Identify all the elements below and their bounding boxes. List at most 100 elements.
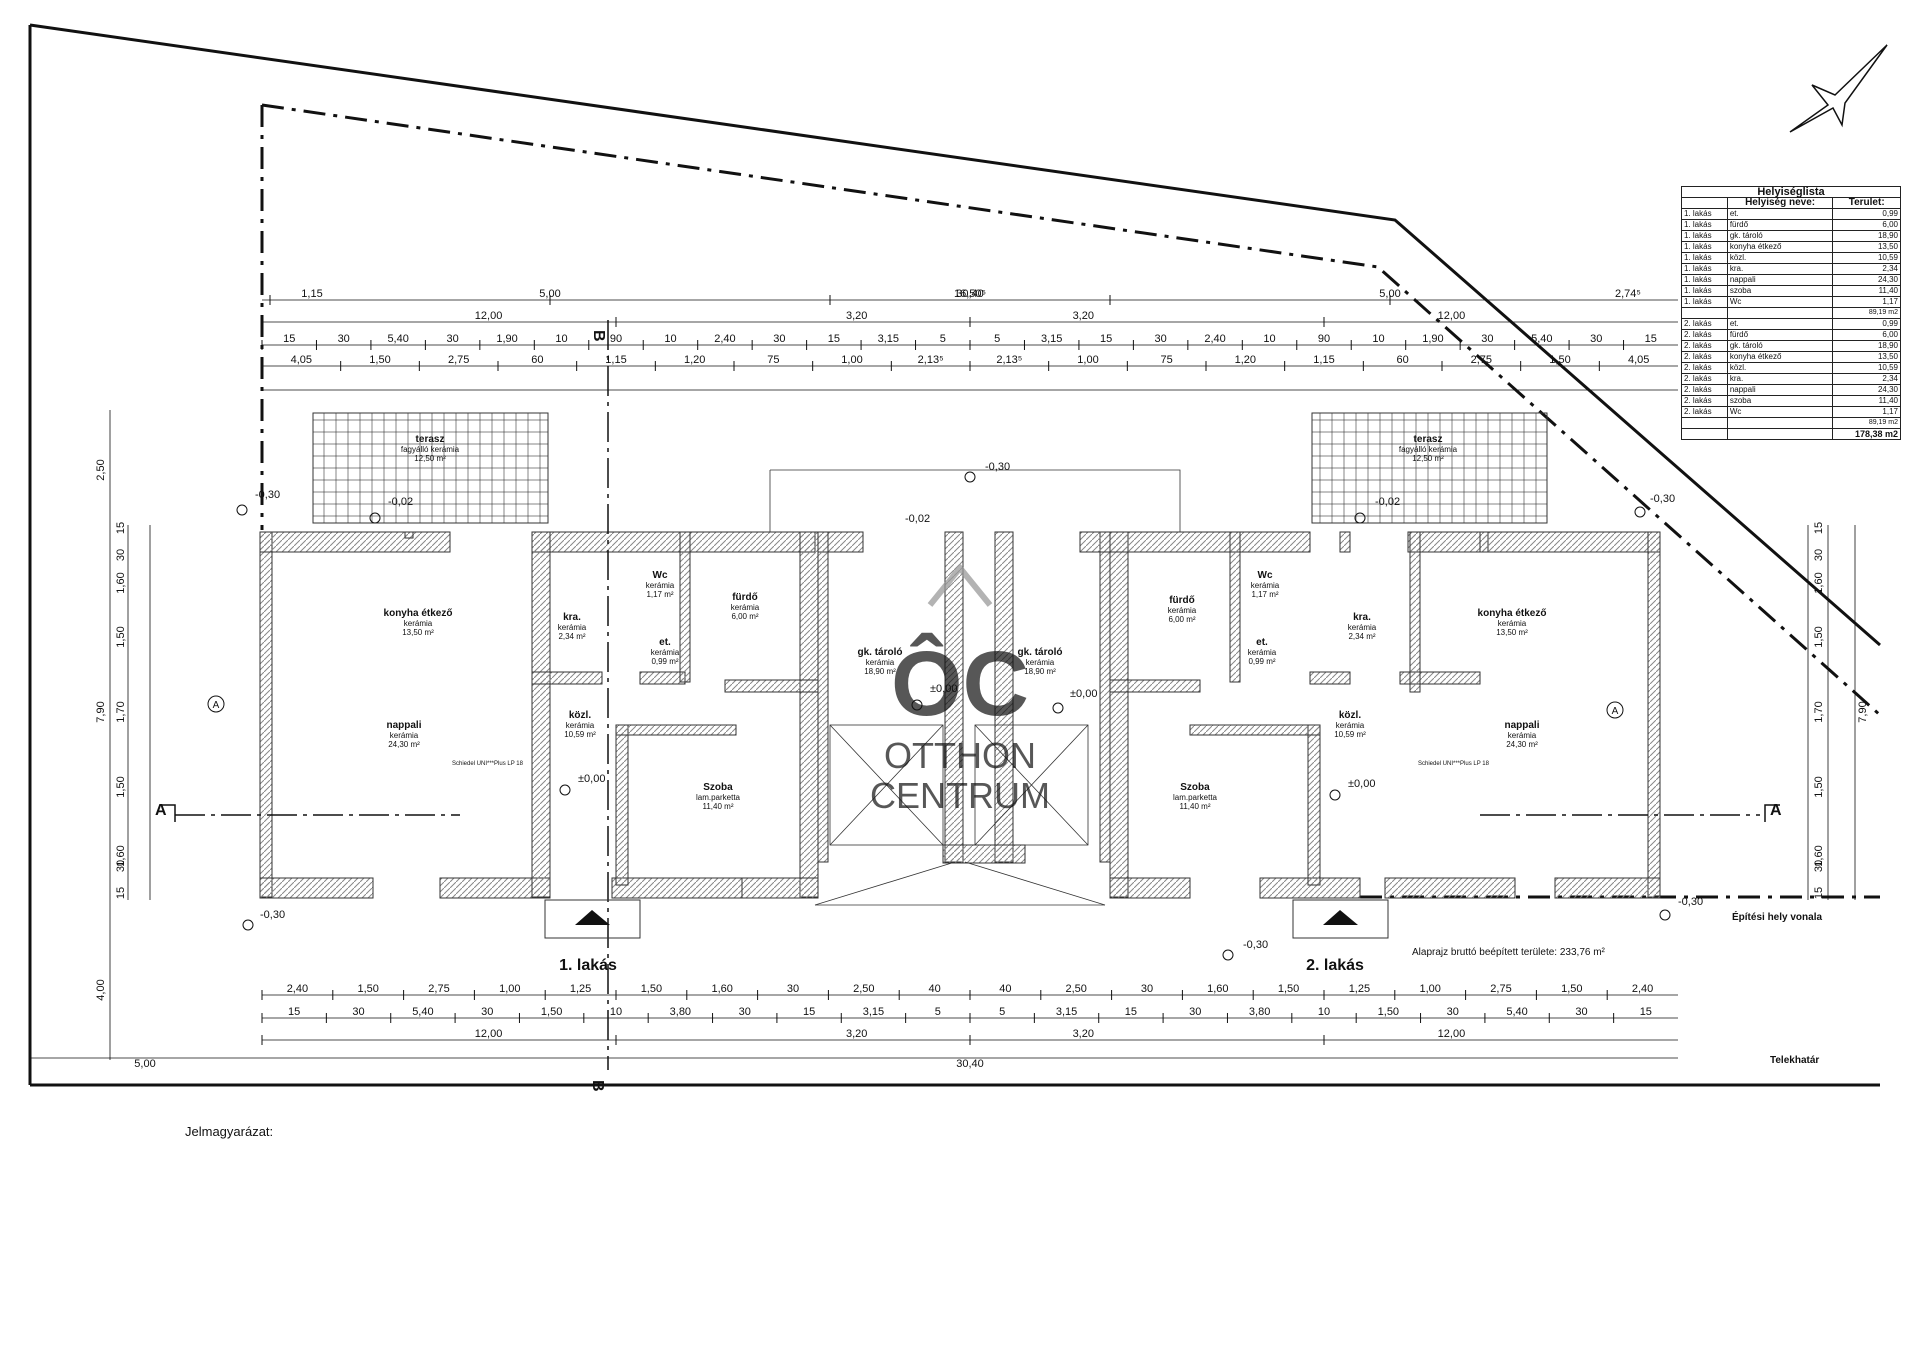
room-list-cell: 1,17 bbox=[1832, 406, 1901, 418]
dim-right-dims-6: 30 bbox=[1813, 860, 1825, 872]
room-konyha-l-area: 13,50 m² bbox=[402, 628, 434, 637]
dim-bottom-row2-19: 5,40 bbox=[1506, 1006, 1527, 1018]
dim-top-row1-0: 1,15 bbox=[301, 288, 322, 300]
dim-top-row3-5: 10 bbox=[555, 333, 567, 345]
room-list-cell: 89,19 m2 bbox=[1832, 307, 1901, 319]
dim-left-dims-7: 15 bbox=[115, 522, 127, 534]
dim-left-dims-6: 30 bbox=[115, 860, 127, 872]
room-konyha-l-name: konyha étkező bbox=[384, 608, 453, 619]
level-floor2: ±0,00 bbox=[1070, 688, 1097, 700]
dim-top-row4-0: 4,05 bbox=[291, 354, 312, 366]
dim-bottom-row1-2: 2,75 bbox=[428, 983, 449, 995]
dim-top-row3-3: 30 bbox=[446, 333, 458, 345]
dim-bottom-row1-14: 1,50 bbox=[1278, 983, 1299, 995]
dim-bottom-row2-3: 30 bbox=[481, 1006, 493, 1018]
room-gk-r-finish: kerámia bbox=[1026, 658, 1055, 667]
room-list-col-name: Helyiség neve: bbox=[1726, 197, 1834, 209]
room-kra-r-name: kra. bbox=[1353, 612, 1371, 623]
room-furdo-r-area: 6,00 m² bbox=[1168, 615, 1195, 624]
room-list-cell: 2. lakás bbox=[1681, 406, 1728, 418]
dim-right-dims-3: 1,50 bbox=[1813, 776, 1825, 797]
room-kozl-r-area: 10,59 m² bbox=[1334, 730, 1366, 739]
room-list-cell: 89,19 m2 bbox=[1832, 417, 1901, 429]
dim-left-dims-8: 15 bbox=[115, 887, 127, 899]
room-list-cell: 6,00 bbox=[1832, 219, 1901, 231]
gross-area-note: Alaprajz bruttó beépített területe: 233,… bbox=[1412, 947, 1606, 958]
dim-right-dims-5: 30 bbox=[1813, 549, 1825, 561]
room-furdo-l-area: 6,00 m² bbox=[731, 612, 758, 621]
room-szoba-l-area: 11,40 m² bbox=[703, 802, 734, 811]
dim-top-row4-7: 1,00 bbox=[841, 354, 862, 366]
room-kra-l-finish: kerámia bbox=[558, 623, 587, 632]
room-list-cell: 1. lakás bbox=[1681, 219, 1728, 231]
dim-bottom-row2-11: 5 bbox=[999, 1006, 1005, 1018]
garage-structure bbox=[769, 469, 1181, 906]
level-outside2: -0,30 bbox=[985, 461, 1010, 473]
dim-depth-right: 7,90 bbox=[1857, 701, 1869, 722]
dim-top-row3-21: 1,90 bbox=[1422, 333, 1443, 345]
room-kozl-l-finish: kerámia bbox=[566, 721, 595, 730]
dim-bottom-row3-3: 12,00 bbox=[1438, 1028, 1466, 1040]
room-list-total: 178,38 m2 bbox=[1681, 428, 1901, 440]
room-list-cell: 10,59 bbox=[1832, 362, 1901, 374]
dim-top-row3-15: 15 bbox=[1100, 333, 1112, 345]
dim-bottom-row2-20: 30 bbox=[1575, 1006, 1587, 1018]
dim-bottom-row2-5: 10 bbox=[610, 1006, 622, 1018]
dim-top-row4-8: 2,13⁵ bbox=[918, 354, 944, 366]
dim-right-dims-2: 1,70 bbox=[1813, 701, 1825, 722]
room-list-cell: 18,90 bbox=[1832, 230, 1901, 242]
section-b-top: B bbox=[590, 330, 607, 342]
dim-bottom-row1-10: 40 bbox=[999, 983, 1011, 995]
room-kozl-r-finish: kerámia bbox=[1336, 721, 1365, 730]
dim-top-row4-3: 60 bbox=[531, 354, 543, 366]
room-list-title: Helyiséglista bbox=[1681, 186, 1901, 198]
level-outside5: -0,30 bbox=[1243, 939, 1268, 951]
dim-left-dims-5: 30 bbox=[115, 549, 127, 561]
dim-bottom-row1-16: 1,00 bbox=[1419, 983, 1440, 995]
room-szoba-l-finish: lam.parketta bbox=[696, 793, 741, 802]
dim-bottom-row1-9: 40 bbox=[928, 983, 940, 995]
dim-bottom-row1-3: 1,00 bbox=[499, 983, 520, 995]
room-list-cell bbox=[1726, 428, 1834, 440]
room-et-r-area: 0,99 m² bbox=[1248, 657, 1275, 666]
dim-left-dims-0: 1,60 bbox=[115, 572, 127, 593]
dim-top-row3-14: 3,15 bbox=[1041, 333, 1062, 345]
room-list-cell: 1. lakás bbox=[1681, 285, 1728, 297]
dim-top-row4-14: 60 bbox=[1397, 354, 1409, 366]
dim-top-row4-9: 2,13⁵ bbox=[996, 354, 1022, 366]
room-wc-l-finish: kerámia bbox=[646, 581, 675, 590]
room-list-cell: 2. lakás bbox=[1681, 318, 1728, 330]
dim-bottom-row2-0: 15 bbox=[288, 1006, 300, 1018]
room-wc-l-area: 1,17 m² bbox=[646, 590, 673, 599]
plot-line-note: Telekhatár bbox=[1770, 1055, 1819, 1066]
level-symbols bbox=[236, 471, 1671, 961]
heater-left: Schiedel UNI***Plus LP 18 bbox=[452, 761, 524, 767]
room-list-cell: 1. lakás bbox=[1681, 296, 1728, 308]
dim-bottom-row2-10: 5 bbox=[935, 1006, 941, 1018]
room-wc-r-area: 1,17 m² bbox=[1251, 590, 1278, 599]
dim-bottom-row2-13: 15 bbox=[1125, 1006, 1137, 1018]
dim-top-row3-1: 30 bbox=[338, 333, 350, 345]
dim-top-row3-11: 3,15 bbox=[878, 333, 899, 345]
room-list-cell: 6,00 bbox=[1832, 329, 1901, 341]
room-list-cell: gk. tároló bbox=[1726, 340, 1834, 352]
dim-top-row2-0: 12,00 bbox=[475, 310, 503, 322]
heater-right: Schiedel UNI***Plus LP 18 bbox=[1418, 761, 1490, 767]
dim-top-row3-19: 90 bbox=[1318, 333, 1330, 345]
room-list-cell: 10,59 bbox=[1832, 252, 1901, 264]
dim-bottom-row1-0: 2,40 bbox=[287, 983, 308, 995]
dim-top-row3-16: 30 bbox=[1154, 333, 1166, 345]
dim-right-dims-0: 1,60 bbox=[1813, 572, 1825, 593]
room-gk-l-name: gk. tároló bbox=[857, 647, 902, 658]
dim-bottom-row1-7: 30 bbox=[787, 983, 799, 995]
building-walls bbox=[259, 531, 1661, 899]
level-outside6: -0,30 bbox=[1678, 896, 1703, 908]
dim-bottom-row1-15: 1,25 bbox=[1349, 983, 1370, 995]
